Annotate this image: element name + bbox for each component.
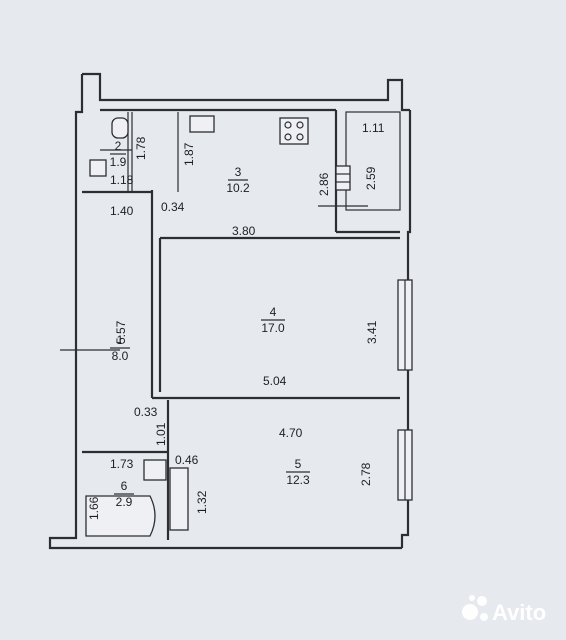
dim-1-01: 1.01	[154, 422, 168, 446]
room-3-area: 10.2	[226, 181, 250, 195]
watermark-brand: Avito	[492, 600, 546, 625]
toilet-icon	[111, 117, 129, 139]
room-1-number: 1	[117, 333, 124, 347]
avito-watermark: Avito	[462, 595, 546, 625]
dim-1-66: 1.66	[87, 496, 101, 520]
dim-0-33: 0.33	[134, 405, 158, 419]
dim-3-41: 3.41	[365, 320, 379, 344]
room-5-area: 12.3	[286, 473, 310, 487]
window-right-top	[397, 279, 413, 371]
window-right-bottom	[397, 429, 413, 501]
room-5-label: 5 12.3	[286, 457, 310, 487]
dim-5-57: 5.57	[114, 320, 128, 344]
stove-icon	[279, 117, 309, 145]
room-6-number: 6	[121, 479, 128, 493]
dim-3-80: 3.80	[232, 224, 256, 238]
room-4-label: 4 17.0	[261, 305, 285, 335]
dim-0-46: 0.46	[175, 453, 199, 467]
dim-2-78: 2.78	[359, 462, 373, 486]
dim-2-86: 2.86	[317, 172, 331, 196]
room-2-label: 2 1.9	[110, 139, 127, 169]
room-6-label: 6 2.9	[114, 479, 134, 509]
dim-1-18: 1.18	[110, 173, 134, 187]
interior-walls	[82, 108, 401, 540]
dim-1-32: 1.32	[195, 490, 209, 514]
room-5-number: 5	[295, 457, 302, 471]
bathtub-icon	[85, 495, 156, 537]
bathroom-sink-icon	[143, 459, 167, 481]
room-1-label: 1 8.0	[110, 333, 130, 363]
room-4-area: 17.0	[261, 321, 285, 335]
dim-0-34: 0.34	[161, 200, 185, 214]
dim-2-59: 2.59	[364, 166, 378, 190]
room-6-area: 2.9	[116, 495, 133, 509]
room-2-area: 1.9	[110, 155, 127, 169]
kitchen-sink-icon	[189, 115, 215, 133]
dim-5-04: 5.04	[263, 374, 287, 388]
dim-1-78: 1.78	[134, 136, 148, 160]
room-1-area: 8.0	[112, 349, 129, 363]
dim-1-11: 1.11	[362, 121, 385, 135]
room-3-number: 3	[235, 165, 242, 179]
shower-icon	[169, 467, 189, 531]
dim-1-73: 1.73	[110, 457, 134, 471]
dim-1-87: 1.87	[182, 142, 196, 166]
room-3-label: 3 10.2	[226, 165, 250, 195]
washbasin-icon	[89, 159, 107, 177]
dim-1-40: 1.40	[110, 204, 134, 218]
room-4-number: 4	[270, 305, 277, 319]
room-2-number: 2	[115, 139, 122, 153]
dim-4-70: 4.70	[279, 426, 303, 440]
exterior-walls	[48, 72, 412, 550]
balcony-door	[318, 165, 368, 207]
